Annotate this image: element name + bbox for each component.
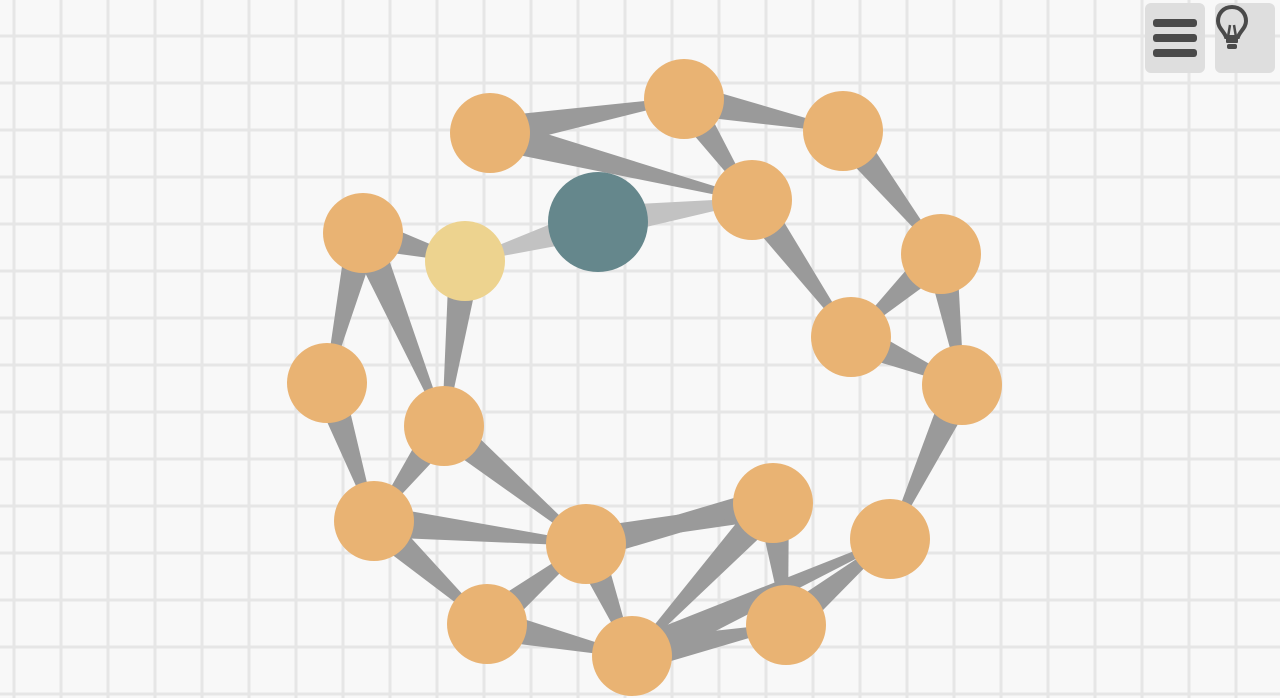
- graph-node[interactable]: [850, 499, 930, 579]
- edge-layer: [311, 83, 977, 672]
- graph-node[interactable]: [644, 59, 724, 139]
- graph-node[interactable]: [733, 463, 813, 543]
- graph-node[interactable]: [425, 221, 505, 301]
- graph-node[interactable]: [287, 343, 367, 423]
- edge-n6-n8: [442, 258, 481, 427]
- graph-node[interactable]: [901, 214, 981, 294]
- menu-button[interactable]: [1145, 3, 1205, 73]
- edge-n13-n14: [582, 501, 774, 560]
- graph-node[interactable]: [546, 504, 626, 584]
- graph-node[interactable]: [746, 585, 826, 665]
- graph-node[interactable]: [323, 193, 403, 273]
- graph-node[interactable]: [922, 345, 1002, 425]
- graph-node[interactable]: [404, 386, 484, 466]
- menu-icon: [1153, 19, 1197, 57]
- graph-node[interactable]: [334, 481, 414, 561]
- graph-node[interactable]: [803, 91, 883, 171]
- edge-n14-n15: [630, 492, 785, 658]
- edge-n5-n8: [348, 226, 446, 427]
- edge-n0-n4: [486, 117, 753, 202]
- graph-node-selected[interactable]: [548, 172, 648, 272]
- graph-node[interactable]: [811, 297, 891, 377]
- graph-node[interactable]: [447, 584, 527, 664]
- hint-button[interactable]: [1215, 3, 1275, 73]
- node-layer[interactable]: [287, 59, 1002, 696]
- graph-node[interactable]: [592, 616, 672, 696]
- lightbulb-icon: [1215, 4, 1249, 49]
- graph-node[interactable]: [712, 160, 792, 240]
- graph-node[interactable]: [450, 93, 530, 173]
- edge-n12-n13: [372, 505, 587, 546]
